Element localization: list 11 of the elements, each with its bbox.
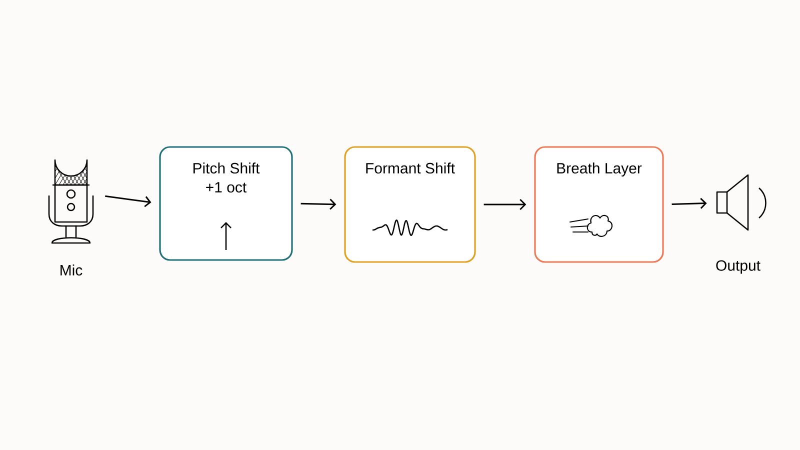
microphone-drawing [48, 159, 94, 244]
caption-label: Output [716, 260, 760, 274]
process-box: Formant Shift [344, 146, 476, 263]
process-box: Pitch Shift +1 oct [159, 146, 293, 261]
arrow [300, 198, 336, 210]
arrow [105, 195, 152, 208]
caption-label: Mic [60, 264, 82, 276]
arrow [672, 198, 707, 209]
speaker-drawing [716, 174, 766, 231]
process-box: Breath Layer [534, 146, 664, 263]
arrow [484, 198, 526, 210]
